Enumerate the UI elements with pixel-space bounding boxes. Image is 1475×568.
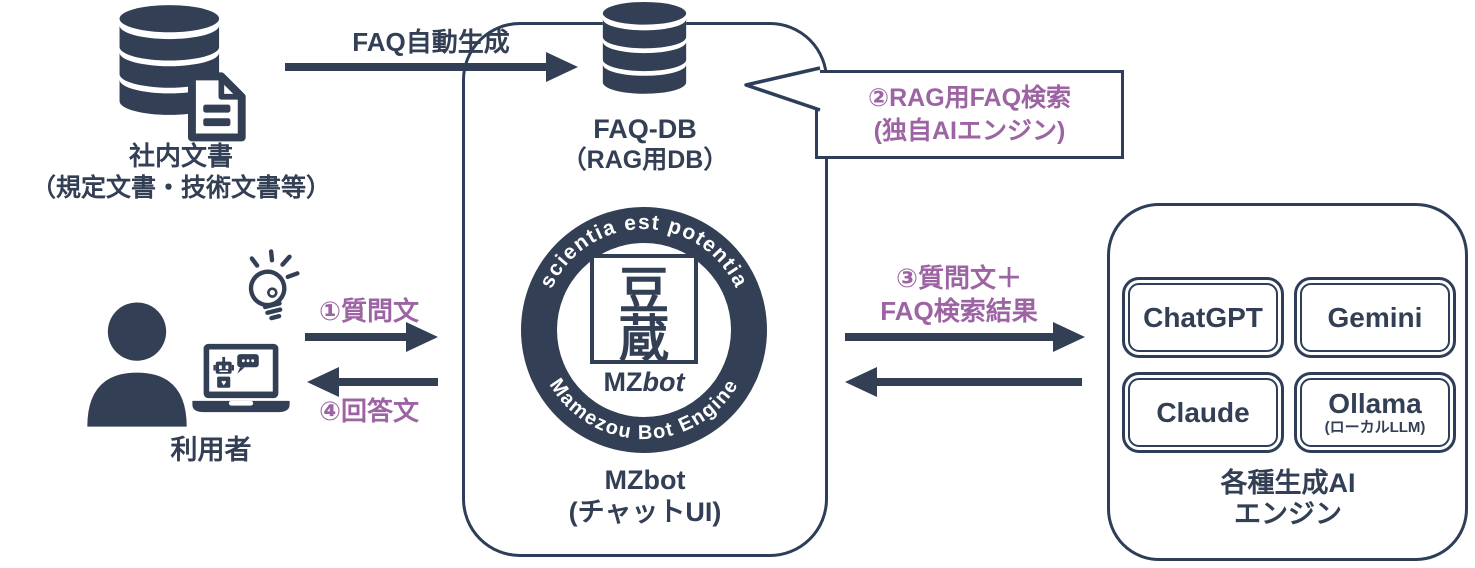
badge-kanji-box (590, 254, 698, 364)
flow-llm-response-arrow-shaft (877, 378, 1082, 386)
laptop-robot-icon: ♥ (192, 343, 290, 413)
engine-box-ollama-inner: Ollama (ローカルLLM) (1300, 378, 1450, 447)
mzbot-label: MZbot (チャットUI) (520, 464, 770, 528)
rag-search-bubble: ②RAG用FAQ検索 (独自AIエンジン) (815, 70, 1124, 159)
badge-wordmark-bot: bot (643, 367, 686, 397)
mzbot-label-line2: (チャットUI) (568, 497, 722, 527)
mzbot-label-line1: MZbot (604, 465, 686, 495)
internal-docs-label-line1: 社内文書 (128, 141, 233, 171)
rag-search-bubble-line1: ②RAG用FAQ検索 (867, 83, 1072, 112)
faq-generation-arrow-shaft (285, 63, 546, 71)
ai-engines-container-frame (1107, 203, 1468, 561)
flow-llm-label-line2: FAQ検索結果 (880, 296, 1038, 326)
engine-box-chatgpt: ChatGPT (1122, 277, 1284, 358)
engine-box-ollama-sublabel: (ローカルLLM) (1324, 419, 1426, 437)
rag-search-bubble-tail (744, 66, 821, 112)
flow-question-arrowhead-icon (406, 322, 438, 352)
ai-engines-label-line1: 各種生成AI (1220, 468, 1356, 498)
badge-wordmark: MZbot (604, 367, 686, 397)
faq-generation-arrowhead-icon (546, 52, 578, 82)
lightbulb-icon (248, 249, 300, 321)
engine-box-ollama-label: Ollama (1328, 387, 1422, 419)
flow-llm-request-arrow (845, 322, 1085, 352)
badge-kanji-bottom: 蔵 (619, 311, 669, 367)
flow-question-label: ①質問文 (318, 296, 419, 326)
faq-db-label-line1: FAQ-DB (593, 114, 697, 144)
mzbot-badge: scientia est potentia Mamezou Bot Engine… (521, 207, 767, 453)
flow-question-arrow (305, 322, 438, 352)
flow-llm-label-line1: ③質問文＋ (895, 263, 1022, 293)
ai-engines-label-line2: エンジン (1234, 499, 1342, 529)
faq-db-database-icon (602, 1, 687, 95)
flow-llm-request-arrow-shaft (845, 333, 1053, 341)
engine-box-gemini-label: Gemini (1300, 283, 1450, 352)
engine-box-gemini: Gemini (1294, 277, 1456, 358)
internal-docs-label: 社内文書 （規定文書・技術文書等） (5, 141, 357, 203)
svg-text:♥: ♥ (221, 377, 226, 387)
rag-search-bubble-line2: (独自AIエンジン) (873, 116, 1066, 145)
badge-wordmark-mz: MZ (604, 367, 643, 397)
flow-answer-arrow-shaft (339, 378, 438, 386)
faq-generation-label: FAQ自動生成 (352, 27, 510, 57)
user-label: 利用者 (170, 435, 252, 465)
document-icon (187, 72, 246, 142)
flow-question-arrow-shaft (305, 333, 406, 341)
faq-generation-arrow (285, 52, 578, 82)
robot-icon: ♥ (213, 356, 234, 388)
internal-docs-label-line2: （規定文書・技術文書等） (30, 173, 331, 202)
flow-llm-label: ③質問文＋ FAQ検索結果 (848, 262, 1070, 328)
user-person-icon (87, 302, 187, 427)
ai-engines-label: 各種生成AI エンジン (1163, 468, 1413, 530)
faq-db-label-line2: （RAG用DB） (561, 146, 729, 174)
flow-answer-label: ④回答文 (318, 396, 419, 426)
flow-answer-arrow (307, 367, 438, 397)
flow-answer-arrowhead-icon (307, 367, 339, 397)
engine-box-chatgpt-label: ChatGPT (1128, 283, 1278, 352)
chat-bubble-icon (237, 354, 259, 374)
badge-kanji-top: 豆 (619, 263, 669, 319)
engine-box-ollama: Ollama (ローカルLLM) (1294, 372, 1456, 453)
engine-box-claude: Claude (1122, 372, 1284, 453)
flow-llm-response-arrow (845, 367, 1082, 397)
database-icon (119, 5, 220, 116)
flow-llm-request-arrowhead-icon (1053, 322, 1085, 352)
engine-box-claude-label: Claude (1128, 378, 1278, 447)
internal-docs-database-icon (119, 5, 246, 142)
flow-llm-response-arrowhead-icon (845, 367, 877, 397)
faq-db-label: FAQ-DB （RAG用DB） (545, 114, 745, 176)
